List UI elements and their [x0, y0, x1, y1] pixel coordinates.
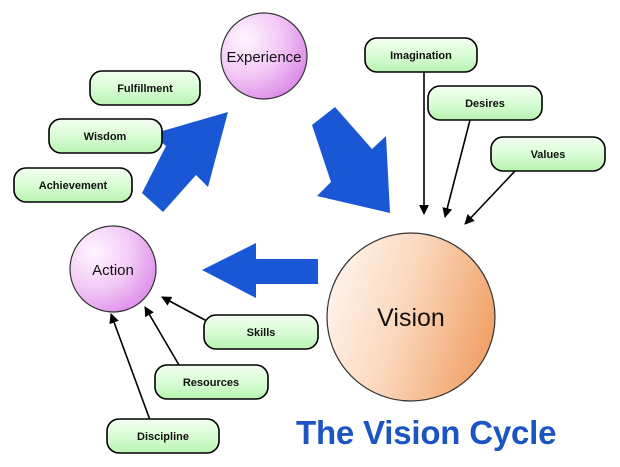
pill-resources-label: Resources [183, 377, 239, 389]
pill-values: Values [490, 136, 606, 172]
node-action-label: Action [92, 262, 134, 279]
pill-skills: Skills [203, 314, 319, 350]
connector-arrows [109, 71, 516, 421]
pill-imagination: Imagination [364, 37, 478, 73]
node-action: Action [69, 225, 157, 313]
node-experience: Experience [220, 12, 308, 100]
arrow-desires-to-vision [442, 119, 471, 218]
arrow-experience-to-vision [312, 107, 390, 213]
pill-fulfillment-label: Fulfillment [117, 83, 173, 95]
pill-desires-label: Desires [465, 98, 505, 110]
pill-values-label: Values [531, 149, 566, 161]
pill-discipline-label: Discipline [137, 431, 189, 443]
arrow-discipline-to-action [109, 313, 151, 421]
node-vision-label: Vision [377, 304, 445, 332]
pill-imagination-label: Imagination [390, 50, 452, 62]
pill-resources: Resources [154, 364, 269, 400]
pill-wisdom: Wisdom [48, 118, 163, 154]
pill-discipline: Discipline [106, 418, 220, 454]
cycle-arrows [142, 107, 390, 298]
pill-skills-label: Skills [247, 327, 276, 339]
arrow-action-to-experience [142, 112, 228, 212]
node-vision: Vision [326, 232, 496, 402]
arrow-resources-to-action [144, 306, 180, 366]
pill-achievement: Achievement [13, 167, 133, 203]
pill-wisdom-label: Wisdom [84, 131, 127, 143]
diagram-title: The Vision Cycle [296, 414, 557, 451]
arrow-values-to-vision [464, 170, 516, 225]
pill-fulfillment: Fulfillment [89, 70, 201, 106]
node-experience-label: Experience [226, 49, 301, 66]
pill-achievement-label: Achievement [39, 180, 108, 192]
arrow-vision-to-action [202, 243, 318, 298]
pill-desires: Desires [427, 85, 543, 121]
